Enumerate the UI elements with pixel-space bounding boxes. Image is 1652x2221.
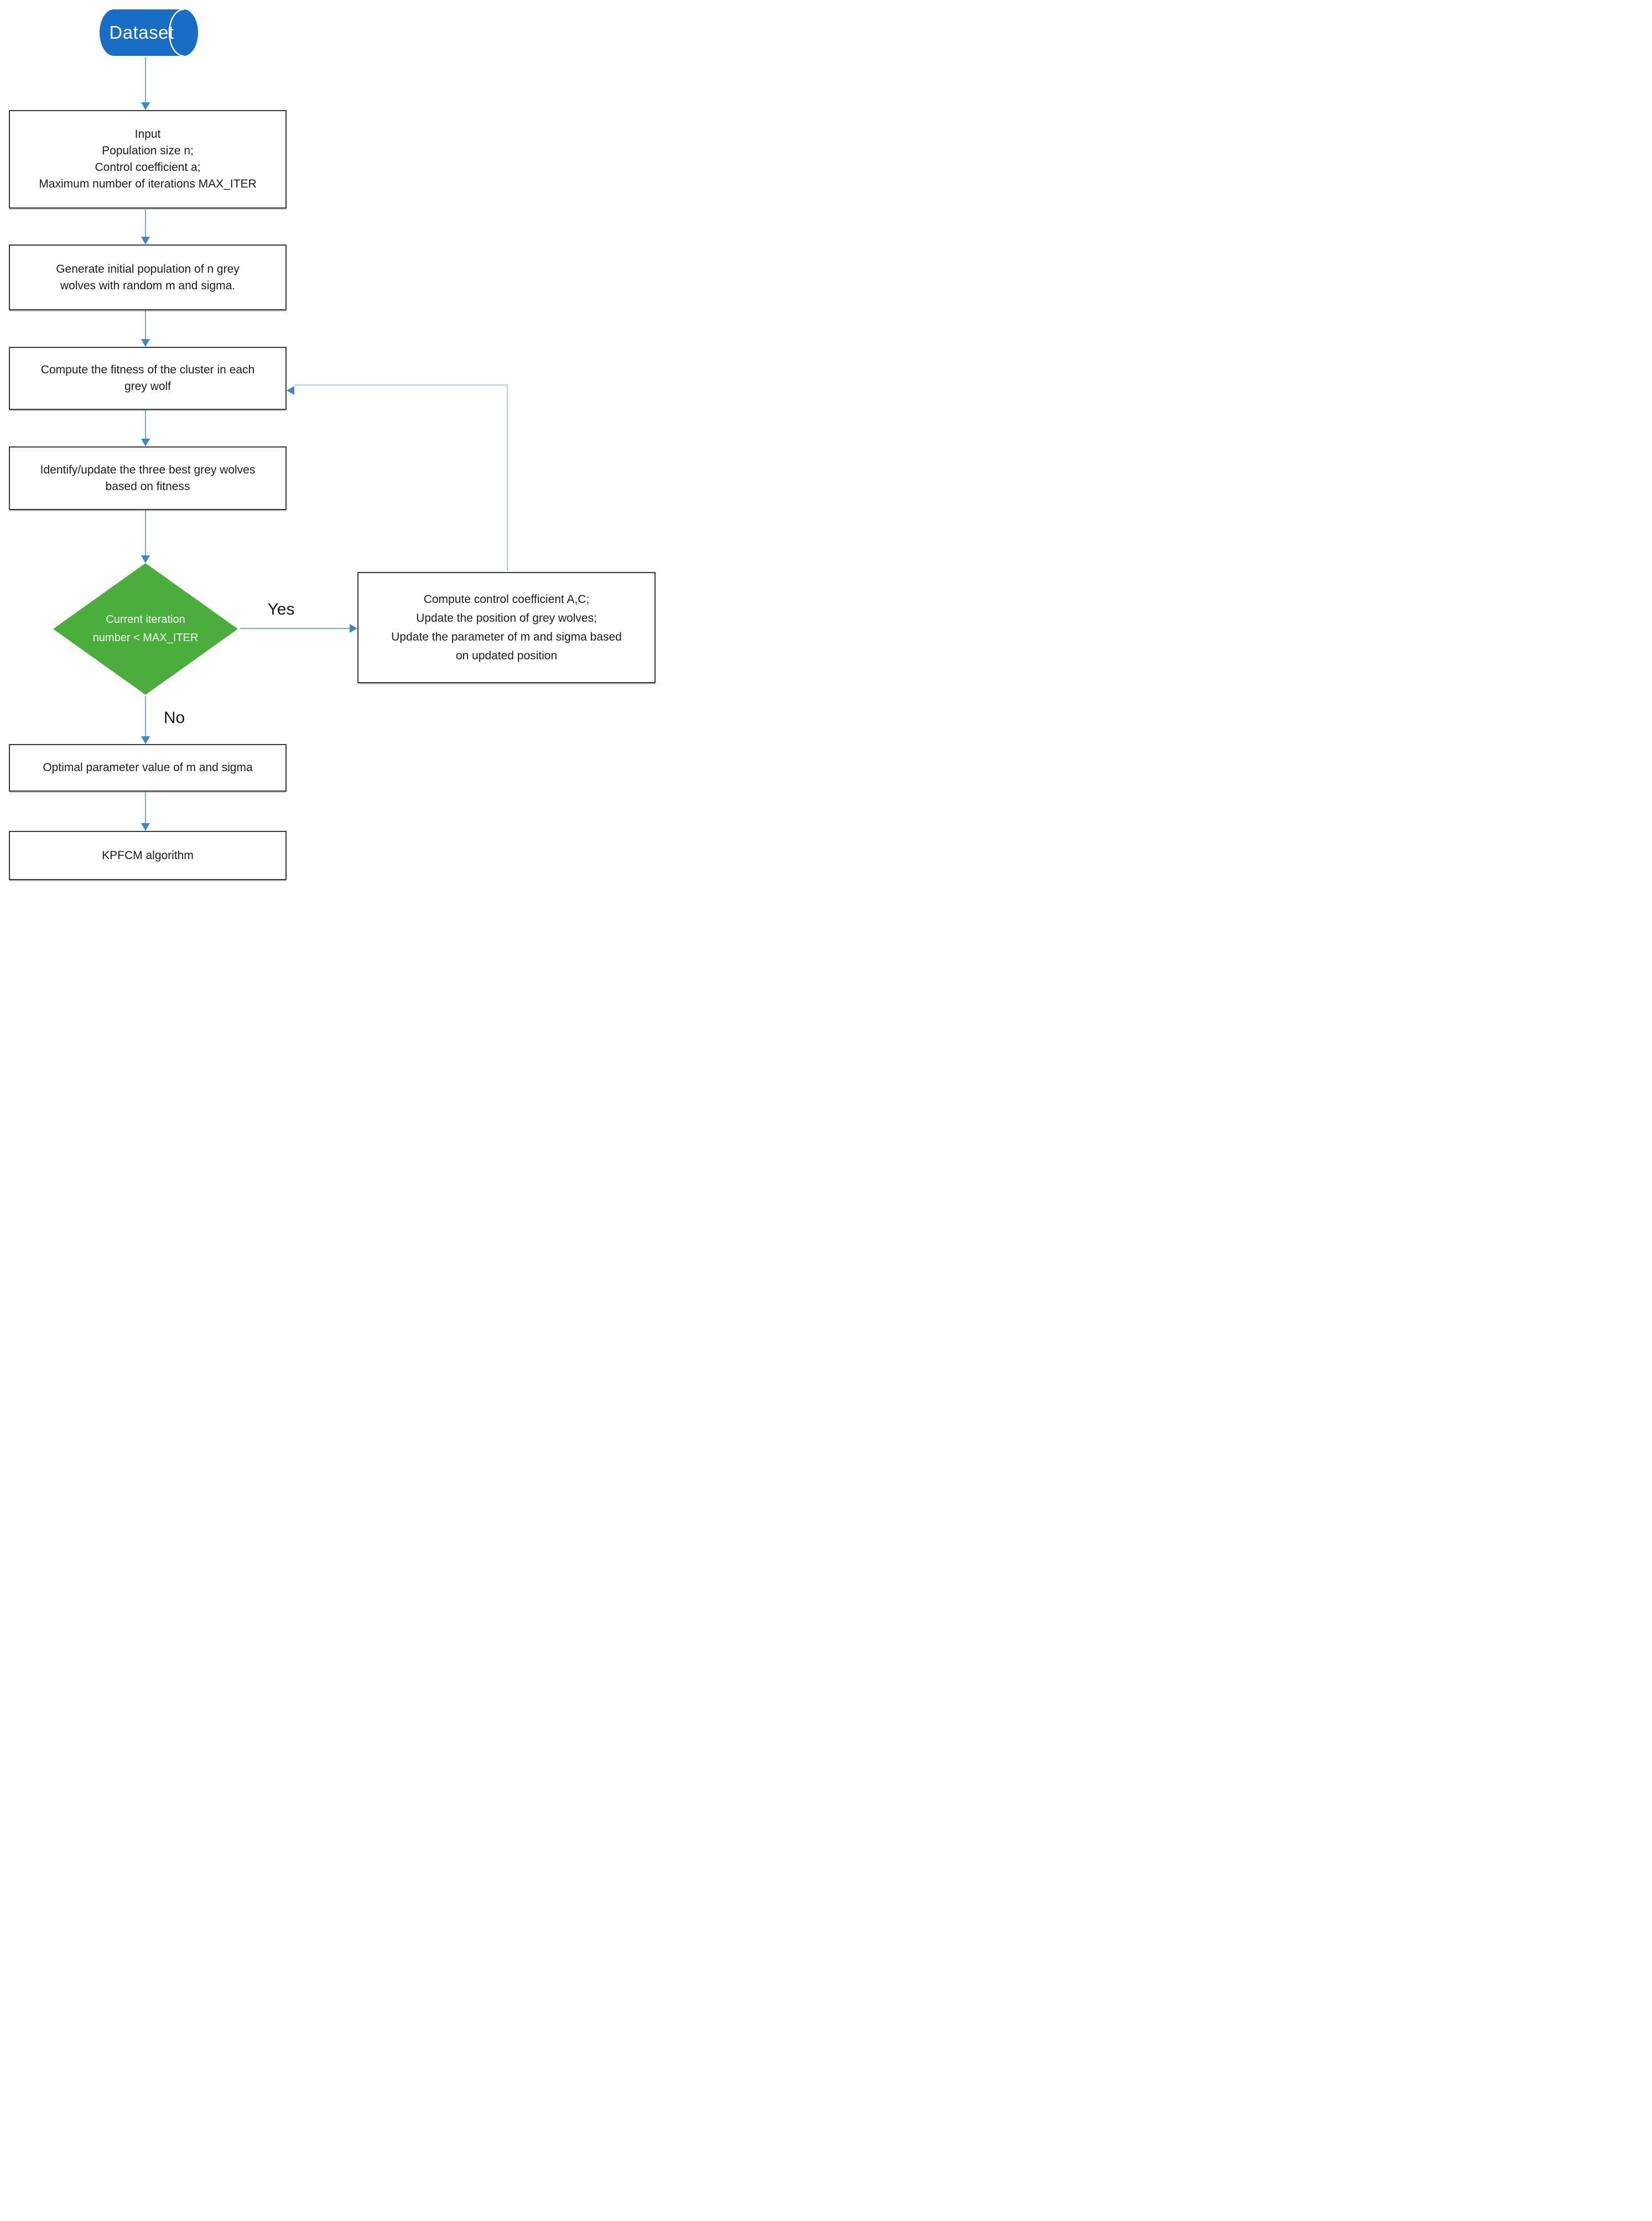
no-edge-label: No [163, 709, 185, 727]
input-line: Control coefficient a; [95, 161, 201, 174]
decision-diamond-shape [53, 563, 238, 695]
iteration-decision-node: Current iteration number < MAX_ITER [53, 563, 238, 695]
optimal-line: Optimal parameter value of m and sigma [43, 761, 253, 774]
arrowhead-into-kpfcm-icon [141, 823, 150, 831]
input-line: Input [134, 128, 161, 141]
arrowhead-loop-into-fitness-icon [287, 386, 294, 395]
compute-fitness-box: Compute the fitness of the cluster in ea… [9, 347, 287, 410]
dataset-cylinder-shape [100, 9, 198, 56]
arrowhead-into-optimal-icon [141, 736, 150, 744]
optimal-parameters-box: Optimal parameter value of m and sigma [9, 744, 287, 792]
identify-line: based on fitness [105, 480, 190, 493]
update-line: Update the parameter of m and sigma base… [391, 630, 622, 643]
generate-line: Generate initial population of n grey [56, 262, 240, 275]
input-parameters-box: Input Population size n; Control coeffic… [9, 110, 287, 209]
arrowhead-into-identify-icon [141, 439, 150, 446]
flow-connectors [141, 57, 508, 831]
input-line: Population size n; [102, 144, 194, 157]
generate-population-box: Generate initial population of n grey wo… [9, 245, 287, 310]
arrowhead-into-generate-icon [141, 237, 150, 245]
arrowhead-into-input-icon [141, 102, 150, 110]
edge-feedback-loop [294, 384, 508, 571]
decision-line: Current iteration [106, 613, 185, 626]
update-line: Compute control coefficient A,C; [423, 592, 590, 606]
update-line: on updated position [455, 649, 558, 662]
flowchart-canvas: Dataset Input Population size n; Control… [0, 0, 661, 888]
cylinder-rim-arc [168, 9, 184, 56]
decision-label: Current iteration number < MAX_ITER [53, 563, 238, 695]
kpfcm-algorithm-box: KPFCM algorithm [9, 831, 287, 880]
decision-line: number < MAX_ITER [92, 632, 199, 644]
dataset-node: Dataset [100, 9, 198, 56]
update-line: Update the position of grey wolves; [416, 611, 597, 625]
identify-line: Identify/update the three best grey wolv… [40, 463, 256, 476]
arrowhead-into-update-icon [350, 624, 357, 633]
generate-line: wolves with random m and sigma. [60, 279, 236, 292]
update-wolves-box: Compute control coefficient A,C; Update … [357, 572, 656, 683]
dataset-label: Dataset [109, 22, 174, 43]
identify-best-wolves-box: Identify/update the three best grey wolv… [9, 446, 287, 510]
arrowhead-into-fitness-icon [141, 339, 150, 347]
yes-edge-label: Yes [267, 600, 295, 618]
input-line: Maximum number of iterations MAX_ITER [39, 178, 257, 190]
fitness-line: grey wolf [124, 380, 172, 393]
fitness-line: Compute the fitness of the cluster in ea… [40, 363, 255, 376]
kpfcm-line: KPFCM algorithm [102, 849, 194, 862]
arrowhead-into-decision-icon [141, 555, 150, 563]
